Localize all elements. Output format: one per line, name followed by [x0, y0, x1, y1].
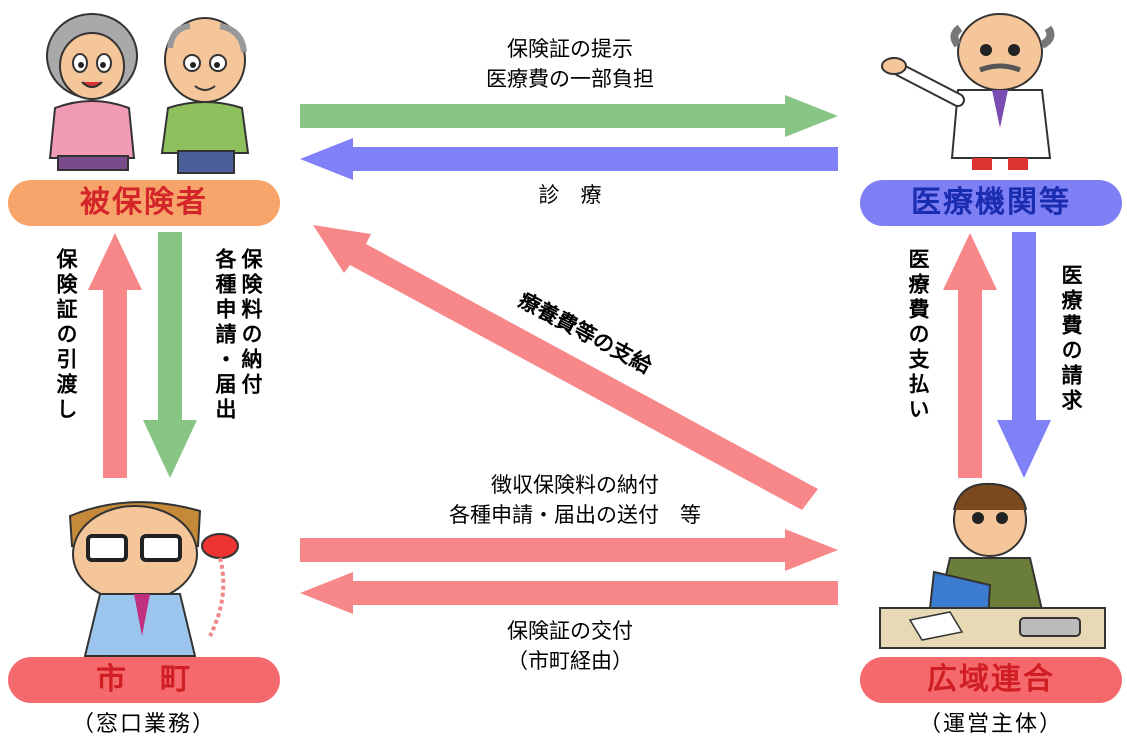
arrow-union-to-insured — [313, 225, 818, 510]
clerk-phone-icon — [68, 501, 239, 657]
label-union-to-town-line1: 保険証の交付 — [507, 619, 633, 643]
label-insured-to-town: 保険料の納付 各種申請・届出 — [212, 248, 264, 468]
label-town-to-insured: 保険証の引渡し — [54, 248, 78, 423]
officer-desk-icon — [879, 482, 1106, 649]
label-town-to-union-line1: 徴収保険料の納付 — [491, 473, 659, 497]
label-insured-to-medical: 保険証の提示 医療費の一部負担 — [400, 34, 740, 94]
union-label: 広域連合 — [927, 662, 1055, 697]
label-insured-to-medical-line2: 医療費の一部負担 — [486, 67, 654, 91]
union-sublabel: （運営主体） — [918, 712, 1063, 737]
arrow-town-to-insured — [88, 233, 142, 478]
arrow-town-to-union — [300, 529, 838, 571]
medical-label: 医療機関等 — [911, 185, 1071, 220]
label-town-to-union: 徴収保険料の納付 各種申請・届出の送付 等 — [380, 470, 770, 530]
insured-node: 被保険者 — [8, 180, 280, 226]
elderly-man-icon — [160, 17, 250, 174]
label-insured-to-town-line2: 各種申請・届出 — [213, 248, 237, 423]
town-label: 市 町 — [96, 662, 192, 697]
arrow-insured-to-medical — [300, 95, 838, 137]
elderly-couple-illustration — [46, 13, 250, 174]
medical-node: 医療機関等 — [860, 180, 1122, 226]
arrow-insured-to-town — [143, 232, 197, 478]
label-medical-to-insured: 診 療 — [538, 183, 602, 207]
union-node: 広域連合 — [860, 657, 1122, 703]
label-insured-to-medical-line1: 保険証の提示 — [507, 37, 633, 61]
label-union-to-town-line2: （市町経由） — [507, 649, 633, 673]
arrow-union-to-medical — [943, 233, 997, 478]
town-sublabel: （窓口業務） — [71, 712, 216, 737]
arrow-union-to-town — [300, 572, 838, 614]
label-union-to-medical: 医療費の支払い — [906, 248, 930, 423]
doctor-icon — [881, 13, 1055, 170]
label-medical-to-union: 医療費の請求 — [1059, 264, 1083, 414]
arrow-medical-to-insured — [300, 138, 838, 180]
town-node: 市 町 — [8, 657, 280, 703]
arrow-medical-to-union — [997, 232, 1051, 478]
label-union-to-town: 保険証の交付 （市町経由） — [420, 616, 720, 676]
elderly-woman-icon — [46, 13, 138, 171]
label-insured-to-town-line1: 保険料の納付 — [239, 248, 263, 398]
insured-label: 被保険者 — [80, 185, 208, 220]
label-town-to-union-line2: 各種申請・届出の送付 等 — [449, 503, 701, 527]
